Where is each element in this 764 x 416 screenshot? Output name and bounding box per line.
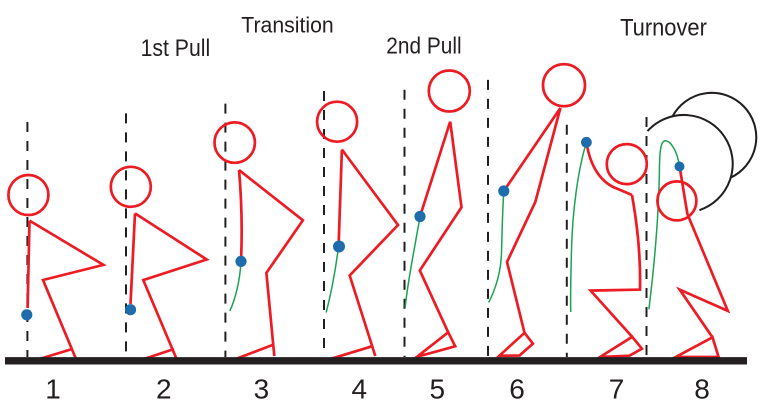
svg-text:3: 3 xyxy=(254,373,270,404)
svg-text:Turnover: Turnover xyxy=(620,15,707,41)
svg-text:1: 1 xyxy=(45,373,61,404)
svg-text:8: 8 xyxy=(694,373,710,404)
svg-text:7: 7 xyxy=(609,373,625,404)
svg-text:2: 2 xyxy=(156,373,172,404)
svg-text:Transition: Transition xyxy=(241,12,333,37)
svg-text:5: 5 xyxy=(430,373,446,404)
svg-text:6: 6 xyxy=(509,373,525,404)
svg-text:1st Pull: 1st Pull xyxy=(141,35,211,62)
svg-text:2nd Pull: 2nd Pull xyxy=(386,33,461,59)
svg-text:4: 4 xyxy=(352,373,368,404)
